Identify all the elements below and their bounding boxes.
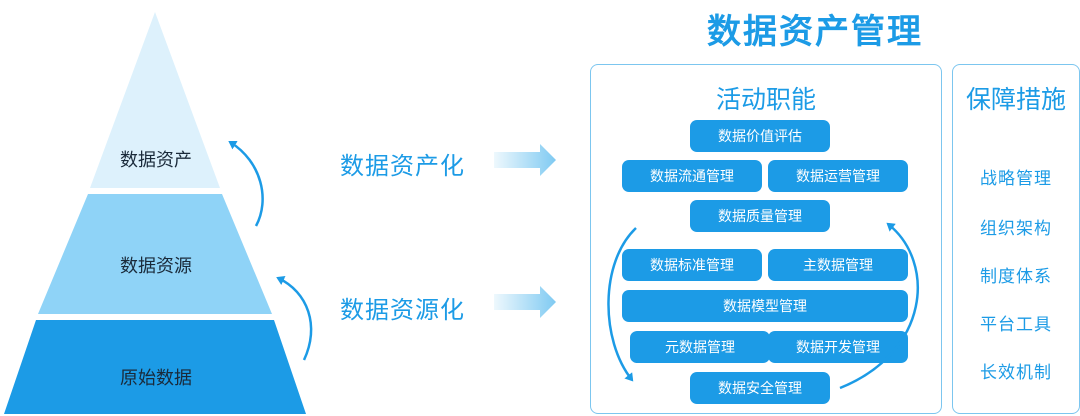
pyramid-tier-resource [38, 194, 272, 314]
activity-box-value-assessment: 数据价值评估 [690, 120, 830, 152]
activity-box-circulation: 数据流通管理 [622, 160, 762, 192]
pyramid-tier-asset [90, 12, 220, 188]
pyramid-tier-raw [4, 320, 306, 414]
measures-panel [952, 64, 1080, 414]
measure-organization: 组织架构 [980, 219, 1052, 239]
process-label-assetization: 数据资产化 [340, 152, 465, 180]
block-arrow-upper [494, 144, 556, 176]
activity-box-metadata: 元数据管理 [630, 331, 770, 363]
measure-policy: 制度体系 [980, 267, 1052, 287]
activity-box-master-data: 主数据管理 [768, 249, 908, 281]
measure-long-term-mechanism: 长效机制 [980, 363, 1052, 383]
measure-strategy: 战略管理 [980, 169, 1052, 189]
block-arrow-lower [494, 286, 556, 318]
measure-platform-tools: 平台工具 [980, 315, 1052, 335]
pyramid [4, 12, 306, 414]
page-title: 数据资产管理 [707, 12, 923, 52]
tier-label-resource: 数据资源 [120, 256, 192, 277]
tier-label-asset: 数据资产 [120, 150, 192, 171]
activity-box-quality: 数据质量管理 [690, 200, 830, 232]
activity-box-development: 数据开发管理 [768, 331, 908, 363]
tier-label-raw: 原始数据 [120, 368, 192, 389]
activities-panel-title: 活动职能 [715, 85, 816, 114]
process-label-resourcization: 数据资源化 [340, 296, 465, 324]
activity-box-security: 数据安全管理 [690, 372, 830, 404]
activity-box-standards: 数据标准管理 [622, 249, 762, 281]
activity-box-data-model: 数据模型管理 [622, 290, 908, 322]
activity-box-operations: 数据运营管理 [768, 160, 908, 192]
measures-panel-title: 保障措施 [965, 85, 1066, 114]
